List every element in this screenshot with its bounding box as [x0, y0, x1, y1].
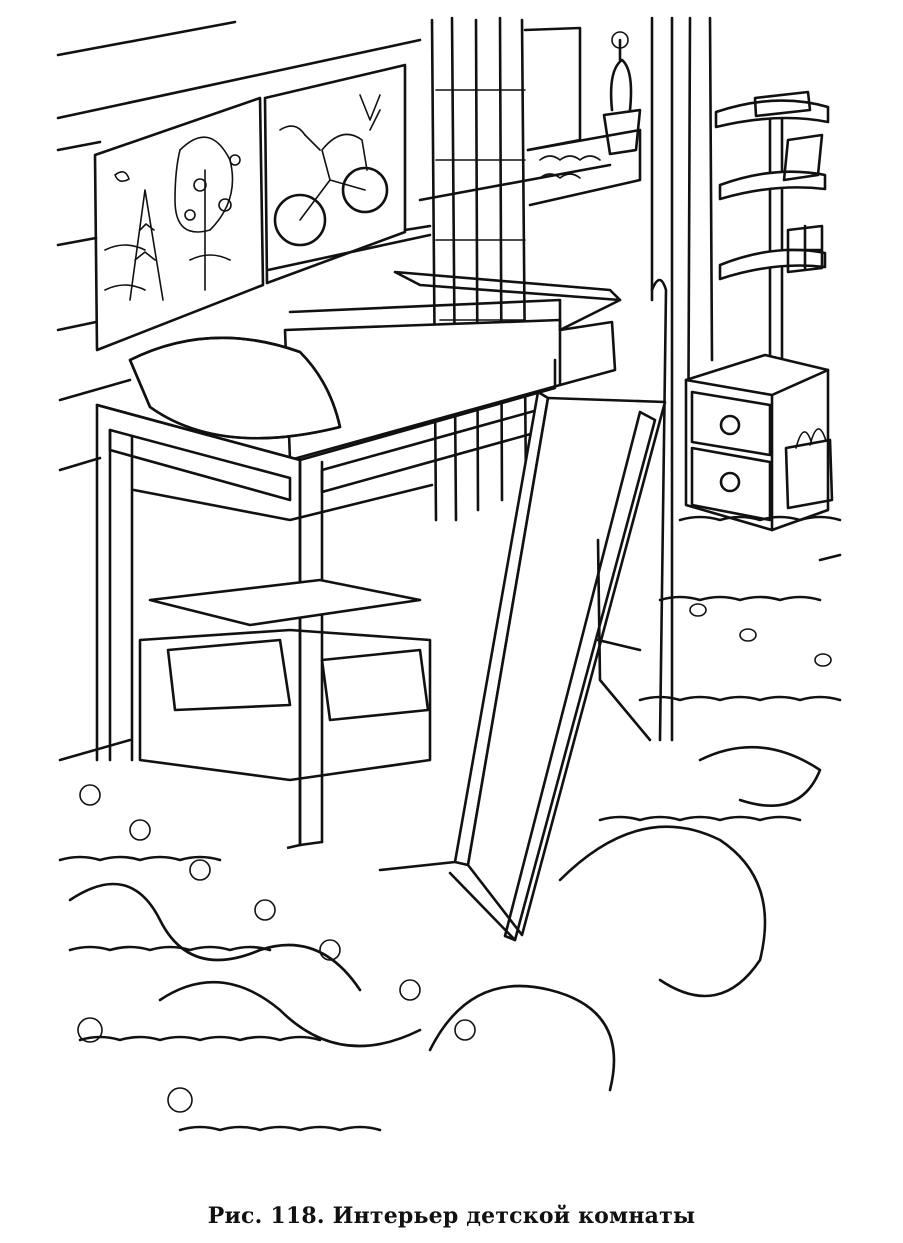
floor-rug [58, 515, 842, 1132]
nightstand [684, 353, 834, 532]
window [523, 26, 642, 207]
loft-bed [95, 270, 622, 850]
poster-cyclist [263, 63, 407, 285]
flower-pot [602, 31, 642, 156]
slide [378, 390, 667, 942]
curtain-right [650, 16, 714, 742]
room-illustration [56, 16, 842, 1132]
corner-shelf [714, 90, 830, 382]
curtain-left [430, 16, 528, 522]
poster-forest [93, 96, 265, 352]
wall-boards [56, 20, 612, 472]
figure-caption: Рис. 118. Интерьер детской комнаты [207, 1203, 696, 1229]
